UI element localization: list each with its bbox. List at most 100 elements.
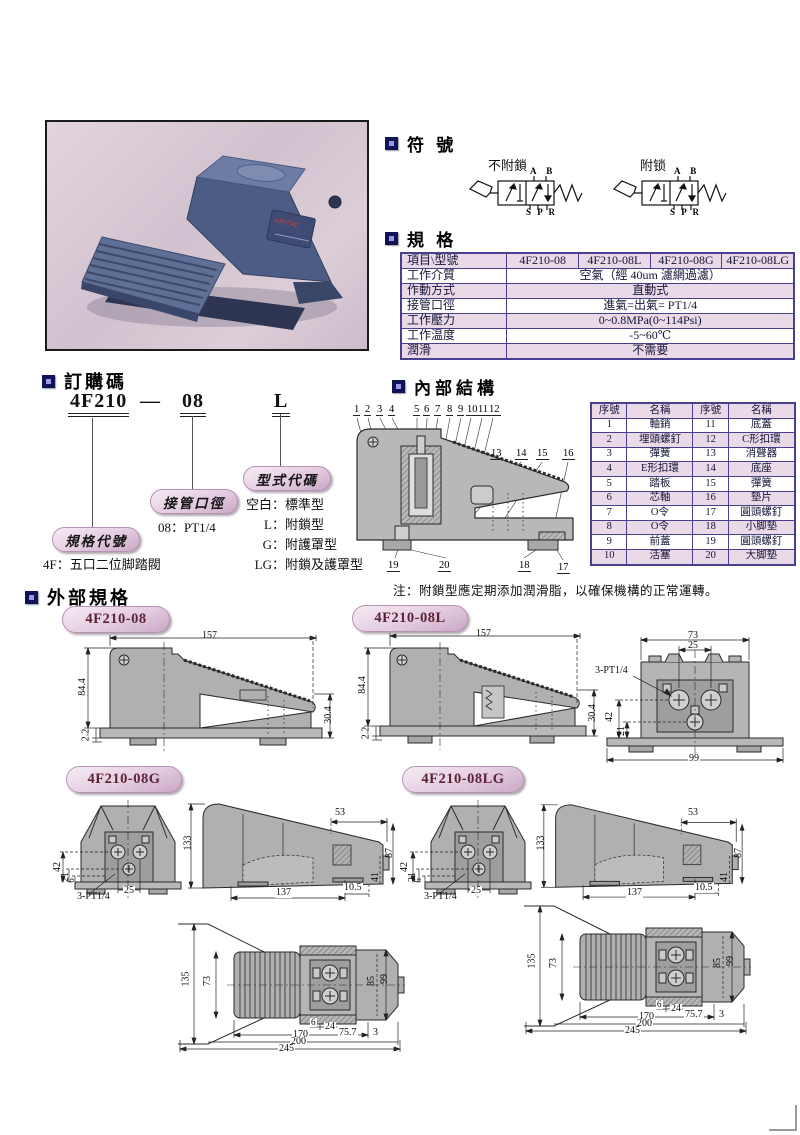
spec-header-row: 項目\型號 4F210-08 4F210-08L 4F210-08G 4F210… — [400, 252, 795, 269]
cross-section-svg — [356, 417, 574, 561]
drawing-guard-side-svg — [188, 802, 396, 901]
dim-label: 42 — [52, 862, 63, 872]
drawing-rear-svg — [605, 637, 785, 763]
callout-number: 12 — [488, 404, 501, 417]
drawing-top-view-svg — [524, 904, 751, 1034]
callout-number: 11 — [477, 404, 490, 417]
model-badge-08l: 4F210-08L — [352, 605, 468, 632]
dim-label: 73 — [688, 630, 698, 641]
dim-label: 25 — [688, 640, 698, 651]
callout-number: 16 — [562, 448, 575, 461]
spec-code-desc: 4F：五口二位脚踏閥 — [43, 557, 161, 572]
dim-label: 200 — [290, 1036, 307, 1047]
spec-table: 項目\型號 4F210-08 4F210-08L 4F210-08G 4F210… — [400, 252, 795, 360]
section-square-icon — [385, 137, 398, 150]
dim-label: 137 — [626, 887, 643, 898]
drawing-08-side-view: 157 84.4 2.2 30.4 — [72, 630, 347, 760]
dim-label: 99 — [379, 974, 390, 984]
type-option: L：附鎖型 — [264, 517, 325, 533]
callout-number: 4 — [388, 404, 396, 417]
dim-label: 3 — [372, 1027, 379, 1038]
drawing-08lg-side-view: 133 53 87 41 137 10.5 — [536, 790, 748, 910]
model-badge-08: 4F210-08 — [62, 606, 170, 633]
dim-label: 2.2 — [80, 728, 92, 742]
dim-label: 135 — [180, 971, 192, 987]
callout-number: 13 — [490, 448, 503, 461]
valve-symbol-svg — [612, 176, 727, 210]
dim-label: 75.7 — [338, 1027, 358, 1038]
ports-spr-label: S P R — [526, 207, 558, 217]
order-connector-line — [92, 418, 93, 527]
callout-number: 20 — [438, 560, 451, 573]
order-code-dash: — — [140, 390, 160, 412]
dim-label: 133 — [182, 835, 194, 851]
drawing-top-view-lg: 135 73 85 99 6 24 75.7 3 170 200 245 — [518, 900, 753, 1036]
dim-label: 157 — [476, 628, 491, 639]
callout-number: 6 — [423, 404, 431, 417]
callout-number: 18 — [518, 560, 531, 573]
dim-label: 3 — [718, 1009, 725, 1020]
dim-label: 6 — [656, 999, 663, 1009]
dim-label: 42 — [604, 712, 615, 722]
callout-number: 9 — [457, 404, 465, 417]
dim-label: 41 — [370, 872, 381, 882]
symbol-section-header: 符 號 — [385, 131, 457, 156]
model-badge-08g: 4F210-08G — [66, 766, 182, 793]
product-photo: AIRTAC — [45, 120, 369, 351]
dim-label: 85 — [712, 958, 723, 968]
callout-number: 1 — [353, 404, 361, 417]
drawing-guard-side-svg — [540, 803, 745, 901]
dim-label: 10.5 — [343, 882, 363, 893]
callout-number: 14 — [515, 448, 528, 461]
order-code-base: 4F210 — [68, 390, 130, 417]
dim-label: 3-PT1/4 — [595, 665, 628, 676]
dim-label: 10.5 — [694, 882, 714, 893]
drawing-guard-front-svg — [60, 800, 182, 898]
spec-section-header: 規 格 — [385, 226, 457, 251]
type-code-pill: 型式代碼 — [243, 466, 331, 491]
dim-label: 84.4 — [76, 678, 88, 696]
dim-label: 2.2 — [360, 726, 372, 740]
dim-label: 135 — [526, 953, 538, 969]
type-option: LG：附鎖及護罩型 — [254, 557, 364, 573]
order-section-header: 訂購碼 — [42, 368, 127, 394]
spec-row: 潤滑不需要 — [400, 343, 795, 360]
type-option: 空白：標準型 — [245, 497, 325, 512]
dim-label: 200 — [636, 1018, 653, 1029]
dim-label: 99 — [725, 956, 736, 966]
dim-label: 30.4 — [322, 706, 334, 724]
dim-label: 245 — [624, 1025, 641, 1036]
spec-row: 作動方式直動式 — [400, 283, 795, 299]
external-section-header: 外部規格 — [25, 584, 131, 610]
dim-label: 6 — [65, 878, 76, 883]
callout-number: 7 — [434, 404, 442, 417]
dim-label: 84.4 — [356, 676, 368, 694]
cross-section-diagram: 1 2 3 4 5 6 7 8 9 10 11 12 13 14 15 16 1… — [343, 398, 595, 586]
dim-label: 133 — [535, 835, 547, 851]
order-section-title: 訂購碼 — [64, 372, 127, 392]
drawing-top-view-g: 135 73 85 99 6 24 75.7 3 170 200 245 — [172, 918, 407, 1054]
dim-label: 3-PT1/4 — [77, 891, 110, 902]
dim-label: 245 — [278, 1043, 295, 1054]
drawing-08-svg — [84, 635, 334, 752]
dim-label: 25 — [123, 885, 135, 896]
internal-section-header: 內部結構 — [392, 374, 498, 399]
model-badge-08lg: 4F210-08LG — [402, 766, 524, 793]
callout-number: 15 — [536, 448, 549, 461]
section-square-icon — [42, 374, 55, 388]
spec-code-pill: 規格代號 — [52, 527, 140, 552]
dim-label: 73 — [202, 976, 213, 986]
dim-label: 21 — [616, 726, 627, 736]
drawing-08l-svg — [364, 633, 598, 750]
section-square-icon — [25, 590, 38, 604]
page-corner-mark — [769, 1105, 797, 1131]
spec-row: 工作介質空氣（經 40um 濾網過濾） — [400, 268, 795, 284]
callout-number: 5 — [413, 404, 421, 417]
order-code-type: L — [272, 390, 291, 417]
